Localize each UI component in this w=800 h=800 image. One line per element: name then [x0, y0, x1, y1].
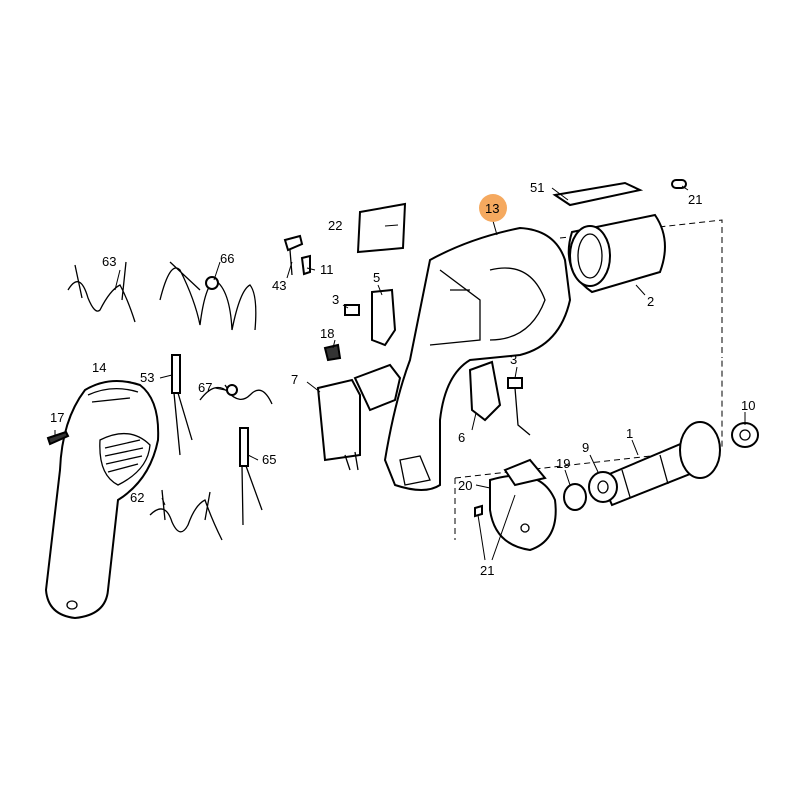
- callout-19[interactable]: 19: [556, 456, 570, 471]
- callout-5[interactable]: 5: [373, 270, 380, 285]
- part-43-wire: [289, 249, 293, 276]
- bearing-bore: [739, 429, 751, 441]
- part-7-switch[interactable]: [316, 363, 402, 471]
- part-65-capacitor[interactable]: [239, 427, 263, 526]
- callout-17[interactable]: 17: [50, 410, 64, 425]
- part-19-washer[interactable]: [563, 483, 587, 511]
- part-43-clip[interactable]: [283, 234, 304, 252]
- callout-62[interactable]: 62: [130, 490, 144, 505]
- callout-21-b[interactable]: 21: [480, 563, 494, 578]
- part-17-screw[interactable]: [46, 430, 70, 446]
- callout-43[interactable]: 43: [272, 278, 286, 293]
- callout-51[interactable]: 51: [530, 180, 544, 195]
- part-10-bearing[interactable]: [731, 422, 759, 448]
- part-6-brush-holder[interactable]: [468, 360, 502, 422]
- part-21-pin-2[interactable]: [474, 504, 483, 518]
- part-18-screw[interactable]: [323, 343, 342, 362]
- callout-2[interactable]: 2: [647, 294, 654, 309]
- callout-20[interactable]: 20: [458, 478, 472, 493]
- callout-9[interactable]: 9: [582, 440, 589, 455]
- callout-65[interactable]: 65: [262, 452, 276, 467]
- part-63-wire-set[interactable]: [67, 261, 136, 323]
- callout-22[interactable]: 22: [328, 218, 342, 233]
- part-62-wire-set[interactable]: [149, 489, 223, 541]
- callout-53[interactable]: 53: [140, 370, 154, 385]
- callout-1[interactable]: 1: [626, 426, 633, 441]
- brush-lead: [514, 387, 531, 436]
- callout-3[interactable]: 3: [332, 292, 339, 307]
- part-2-field-stator[interactable]: [567, 213, 666, 294]
- part-66-connector: [205, 276, 219, 290]
- part-14-handle-housing[interactable]: [44, 380, 160, 620]
- highlight-circle: [479, 194, 507, 222]
- part-5-brush-holder[interactable]: [371, 288, 397, 347]
- callout-3-b[interactable]: 3: [510, 352, 517, 367]
- callout-11[interactable]: 11: [320, 262, 334, 277]
- part-1-armature[interactable]: [598, 421, 721, 507]
- part-9-bearing[interactable]: [588, 471, 618, 503]
- part-20-baffle[interactable]: [489, 458, 557, 552]
- part-22-label-plate[interactable]: [356, 202, 407, 254]
- callout-18[interactable]: 18: [320, 326, 334, 341]
- part-51-terminal-block[interactable]: [552, 181, 644, 207]
- part-11-clip[interactable]: [300, 254, 311, 276]
- part-13-motor-housing[interactable]: [383, 226, 572, 491]
- callout-66[interactable]: 66: [220, 251, 234, 266]
- bearing-bore: [597, 480, 609, 494]
- part-3-carbon-brush-2[interactable]: [507, 377, 523, 389]
- callout-13[interactable]: 13: [485, 201, 499, 216]
- part-67-connector: [226, 384, 238, 396]
- callout-67[interactable]: 67: [198, 380, 212, 395]
- callout-21[interactable]: 21: [688, 192, 702, 207]
- part-66-wire-set[interactable]: [159, 261, 257, 331]
- callout-14[interactable]: 14: [92, 360, 106, 375]
- callout-63[interactable]: 63: [102, 254, 116, 269]
- callout-7[interactable]: 7: [291, 372, 298, 387]
- part-3-carbon-brush[interactable]: [344, 304, 360, 316]
- part-53-capacitor[interactable]: [171, 354, 193, 456]
- callout-6[interactable]: 6: [458, 430, 465, 445]
- callout-10[interactable]: 10: [741, 398, 755, 413]
